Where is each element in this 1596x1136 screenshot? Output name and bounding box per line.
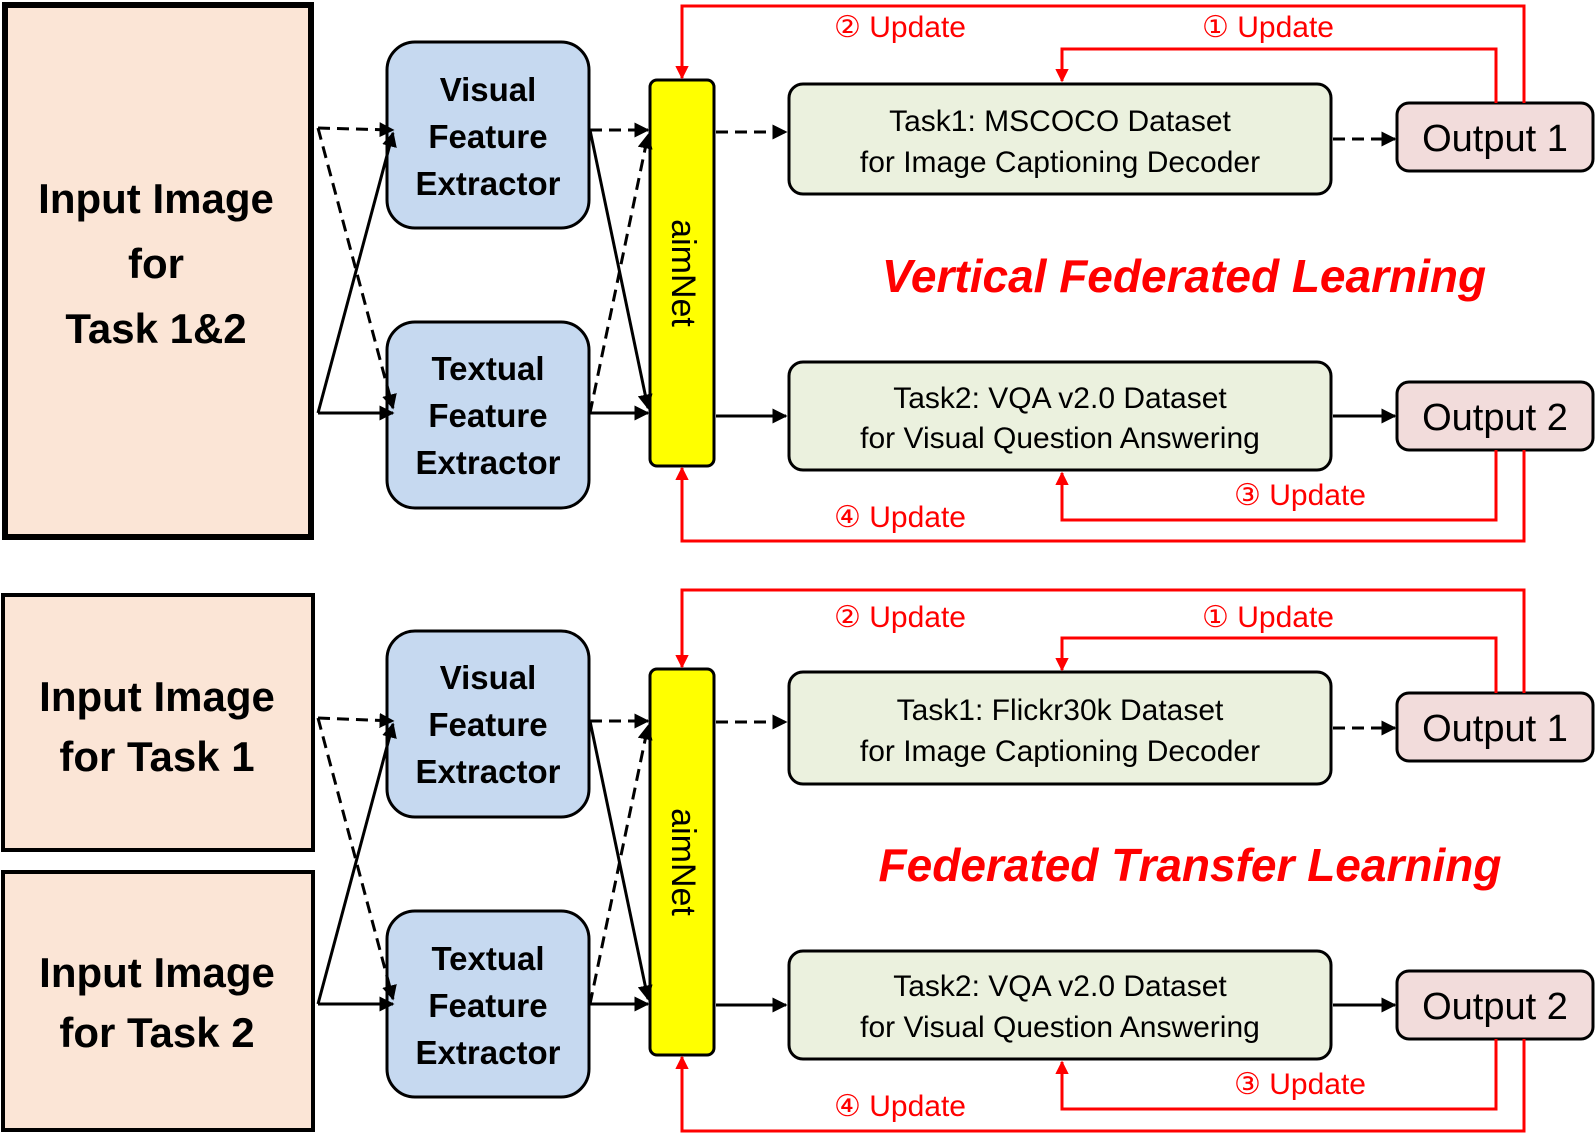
svg-text:Input Image: Input Image [39, 949, 275, 996]
svg-text:Extractor: Extractor [416, 165, 561, 202]
update-4-label: ④ Update [834, 1090, 966, 1123]
output-1-box: Output 1 [1395, 101, 1595, 173]
svg-text:Visual: Visual [440, 659, 537, 696]
panel-title: Vertical Federated Learning [882, 250, 1486, 302]
panel-vertical: Input Image for Task 1&2 Visual Feature … [2, 2, 1595, 543]
panel-title: Federated Transfer Learning [879, 839, 1502, 891]
input-image-task2-box: Input Image for Task 2 [1, 870, 315, 1132]
data-flow-arrows [316, 712, 1397, 1013]
output-1-box: Output 1 [1395, 691, 1595, 763]
update-1-label: ① Update [1202, 601, 1334, 634]
svg-text:for Visual Question Answering: for Visual Question Answering [860, 422, 1260, 455]
svg-text:for Image Captioning Decoder: for Image Captioning Decoder [860, 735, 1260, 768]
svg-text:Visual: Visual [440, 71, 537, 108]
textual-feature-extractor: Textual Feature Extractor [385, 909, 591, 1099]
data-flow-arrows [316, 122, 1397, 424]
svg-text:for Visual Question Answering: for Visual Question Answering [860, 1011, 1260, 1044]
task2-vqa-box: Task2: VQA v2.0 Dataset for Visual Quest… [787, 949, 1333, 1061]
svg-text:Task1: MSCOCO Dataset: Task1: MSCOCO Dataset [889, 105, 1231, 138]
panel-transfer: Input Image for Task 1 Input Image for T… [1, 588, 1595, 1133]
svg-text:Output 2: Output 2 [1422, 397, 1568, 439]
update-4-label: ④ Update [834, 501, 966, 534]
svg-text:for Task 1: for Task 1 [59, 733, 254, 780]
textual-feature-extractor: Textual Feature Extractor [385, 320, 591, 510]
update-2-label: ② Update [834, 11, 966, 44]
input-label-line: Task 1&2 [65, 305, 246, 352]
aimnet-block: aimNet [648, 667, 716, 1057]
task2-vqa-box: Task2: VQA v2.0 Dataset for Visual Quest… [787, 360, 1333, 472]
update-1-label: ① Update [1202, 11, 1334, 44]
svg-text:Textual: Textual [431, 350, 544, 387]
svg-text:Output 1: Output 1 [1422, 118, 1568, 160]
update-2-label: ② Update [834, 601, 966, 634]
svg-text:Task1: Flickr30k Dataset: Task1: Flickr30k Dataset [897, 694, 1224, 727]
svg-text:for Task 2: for Task 2 [59, 1009, 254, 1056]
svg-text:Feature: Feature [428, 118, 547, 155]
update-3-label: ③ Update [1234, 479, 1366, 512]
svg-text:Extractor: Extractor [416, 753, 561, 790]
update-arrows [675, 588, 1526, 1133]
aimnet-block: aimNet [648, 78, 716, 468]
visual-feature-extractor: Visual Feature Extractor [385, 40, 591, 230]
svg-text:Output 1: Output 1 [1422, 708, 1568, 750]
svg-text:Feature: Feature [428, 706, 547, 743]
input-label-line: for [128, 240, 184, 287]
svg-text:Textual: Textual [431, 940, 544, 977]
svg-text:aimNet: aimNet [664, 219, 702, 327]
svg-text:Feature: Feature [428, 397, 547, 434]
svg-text:Feature: Feature [428, 987, 547, 1024]
svg-text:Output 2: Output 2 [1422, 986, 1568, 1028]
task1-decoder-box: Task1: Flickr30k Dataset for Image Capti… [787, 670, 1333, 786]
update-arrows [675, 4, 1526, 543]
svg-text:Extractor: Extractor [416, 1034, 561, 1071]
svg-text:for Image Captioning Decoder: for Image Captioning Decoder [860, 146, 1260, 179]
input-label-line: Input Image [38, 175, 274, 222]
input-image-task1-box: Input Image for Task 1 [1, 593, 315, 852]
output-2-box: Output 2 [1395, 380, 1595, 452]
input-image-box: Input Image for Task 1&2 [2, 2, 314, 540]
update-3-label: ③ Update [1234, 1068, 1366, 1101]
svg-text:Extractor: Extractor [416, 444, 561, 481]
svg-text:Task2: VQA v2.0 Dataset: Task2: VQA v2.0 Dataset [893, 970, 1227, 1003]
task1-decoder-box: Task1: MSCOCO Dataset for Image Captioni… [787, 82, 1333, 196]
visual-feature-extractor: Visual Feature Extractor [385, 629, 591, 819]
svg-text:Input Image: Input Image [39, 673, 275, 720]
output-2-box: Output 2 [1395, 969, 1595, 1041]
svg-text:aimNet: aimNet [664, 808, 702, 916]
svg-text:Task2: VQA v2.0 Dataset: Task2: VQA v2.0 Dataset [893, 382, 1227, 415]
